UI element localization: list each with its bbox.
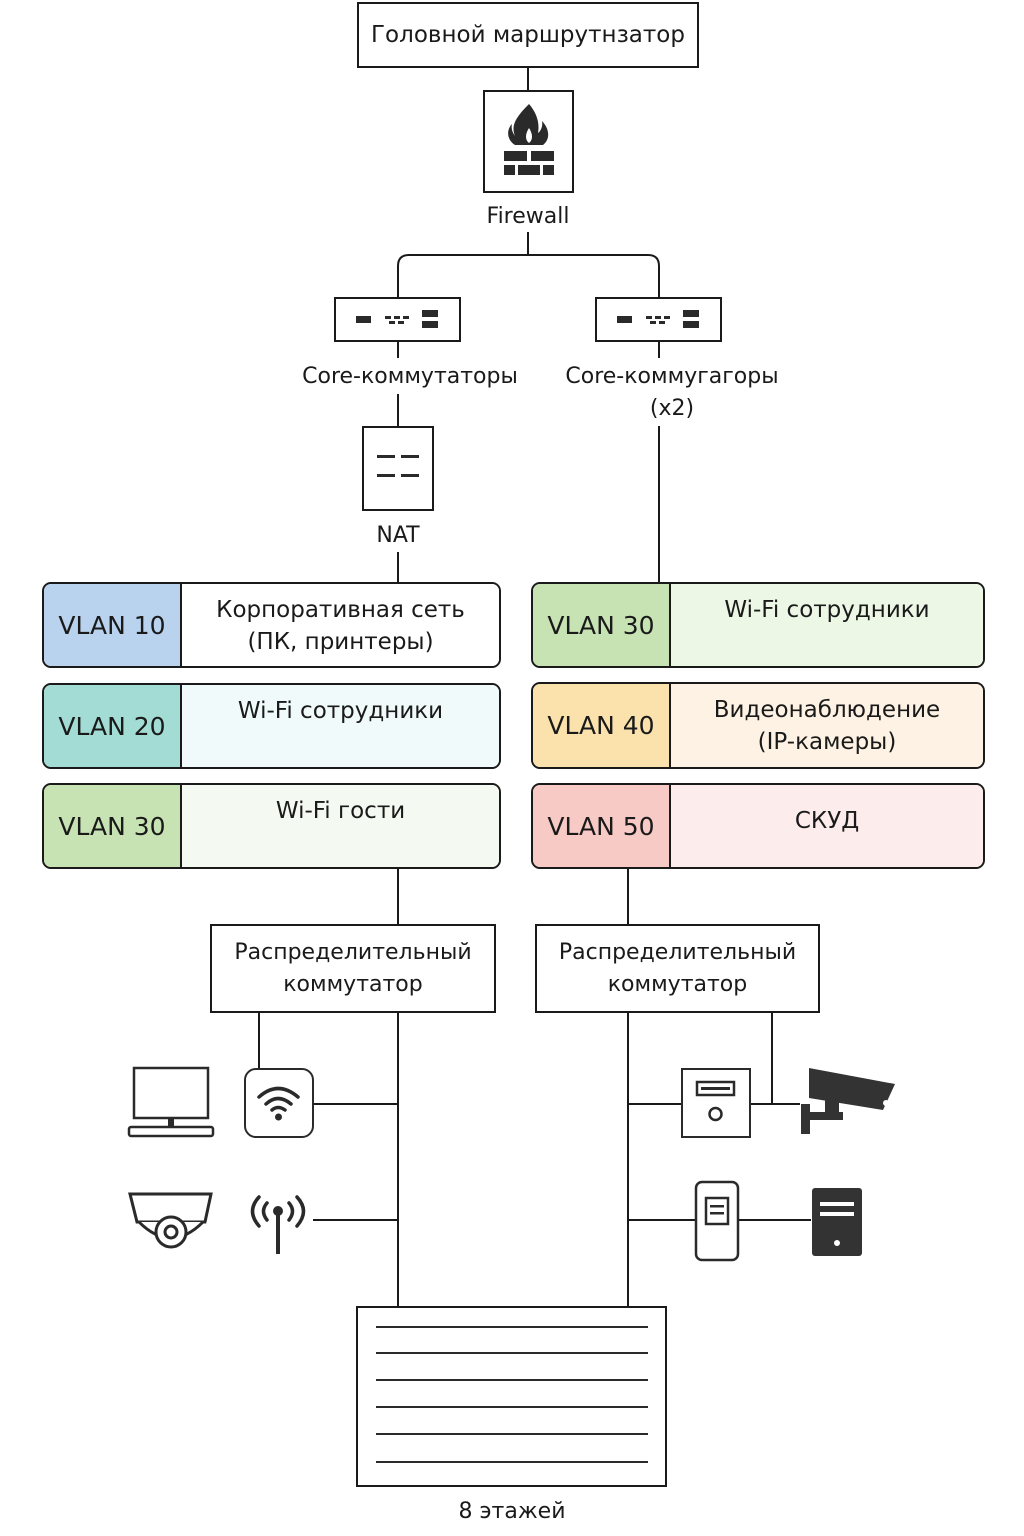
vlan-desc: Wi-Fi сотрудники — [671, 584, 983, 666]
riser-left — [397, 1012, 399, 1307]
antenna-icon[interactable] — [240, 1183, 316, 1259]
link-vlan-dist-right — [627, 868, 629, 925]
link-reader-server — [739, 1219, 811, 1221]
link-nat-vlan — [397, 552, 399, 583]
head-router-box[interactable]: Головной маршрутнзатор — [357, 2, 699, 68]
monitor-icon — [127, 1066, 215, 1138]
vlan-tag: VLAN 30 — [533, 584, 671, 666]
building-label: 8 этажей — [458, 1499, 566, 1524]
vlan-card-30-left[interactable]: VLAN 30 Wi-Fi гости — [42, 783, 501, 869]
core-right-label-line1: Core-коммугагоры — [565, 364, 779, 389]
link-riser-intercom — [628, 1103, 682, 1105]
vlan-card-20[interactable]: VLAN 20 Wi-Fi сотрудники — [42, 683, 501, 769]
link-dist-camera — [771, 1012, 773, 1104]
dist-switch-right[interactable]: Распределительный коммутатор — [535, 924, 820, 1013]
link-intercom-camera — [750, 1103, 800, 1105]
nat-label: NAT — [376, 523, 420, 548]
wifi-access-point[interactable] — [244, 1068, 314, 1138]
vlan-card-10[interactable]: VLAN 10 Корпоративная сеть (ПК, принтеры… — [42, 582, 501, 668]
link-firewall-core — [397, 232, 660, 297]
vlan-tag: VLAN 20 — [44, 685, 182, 767]
link-core-left-nat — [397, 394, 399, 428]
intercom-icon — [695, 1080, 736, 1122]
vlan-desc: СКУД — [671, 785, 983, 867]
link-core-right-vlan — [658, 426, 660, 583]
nat-icon — [377, 455, 419, 477]
vlan-tag: VLAN 50 — [533, 785, 671, 867]
card-reader-icon[interactable] — [690, 1178, 744, 1264]
firewall-label: Firewall — [486, 204, 570, 229]
core-switch-right[interactable] — [595, 297, 722, 342]
dist-switch-left[interactable]: Распределительный коммутатор — [210, 924, 496, 1013]
dist-switch-left-label: Распределительный коммутатор — [234, 939, 472, 997]
link-wifi-riser — [313, 1103, 398, 1105]
head-router-label: Головной маршрутнзатор — [371, 22, 685, 48]
link-core-right-label — [658, 342, 660, 358]
switch-icon — [356, 310, 438, 328]
link-vlan-dist-left — [397, 868, 399, 925]
link-riser-reader — [628, 1219, 695, 1221]
switch-icon — [617, 310, 699, 328]
core-switch-left[interactable] — [334, 297, 461, 342]
dome-camera-icon[interactable] — [125, 1188, 217, 1254]
vlan-tag: VLAN 10 — [44, 584, 182, 666]
riser-right — [627, 1012, 629, 1307]
floors-icon — [376, 1326, 648, 1463]
core-left-label: Core-коммутаторы — [302, 364, 518, 389]
server-icon[interactable] — [806, 1184, 868, 1260]
vlan-card-30-right[interactable]: VLAN 30 Wi-Fi сотрудники — [531, 582, 985, 668]
link-router-firewall — [527, 66, 529, 92]
vlan-desc: Wi-Fi гости — [182, 785, 499, 867]
building-floors[interactable] — [356, 1306, 667, 1487]
core-right-label-line2: (x2) — [649, 396, 695, 421]
vlan-tag: VLAN 30 — [44, 785, 182, 867]
vlan-desc: Корпоративная сеть (ПК, принтеры) — [182, 584, 499, 666]
vlan-desc: Видеонаблюдение (IP-камеры) — [671, 684, 983, 767]
wifi-icon — [257, 1086, 300, 1121]
cctv-camera-icon[interactable] — [795, 1062, 905, 1142]
intercom-panel[interactable] — [681, 1068, 751, 1138]
firewall-box[interactable] — [483, 90, 574, 193]
link-antenna-riser — [313, 1219, 398, 1221]
nat-box[interactable] — [362, 426, 434, 511]
core-right-label: Core-коммугагоры (x2) — [540, 361, 804, 425]
vlan-card-40[interactable]: VLAN 40 Видеонаблюдение (IP-камеры) — [531, 682, 985, 769]
vlan-tag: VLAN 40 — [533, 684, 671, 767]
dist-switch-right-label: Распределительный коммутатор — [558, 939, 797, 997]
vlan-card-50[interactable]: VLAN 50 СКУД — [531, 783, 985, 869]
vlan-desc: Wi-Fi сотрудники — [182, 685, 499, 767]
fire-icon — [504, 104, 554, 175]
link-core-left-label — [397, 342, 399, 358]
link-wifi-dist — [258, 1012, 260, 1070]
